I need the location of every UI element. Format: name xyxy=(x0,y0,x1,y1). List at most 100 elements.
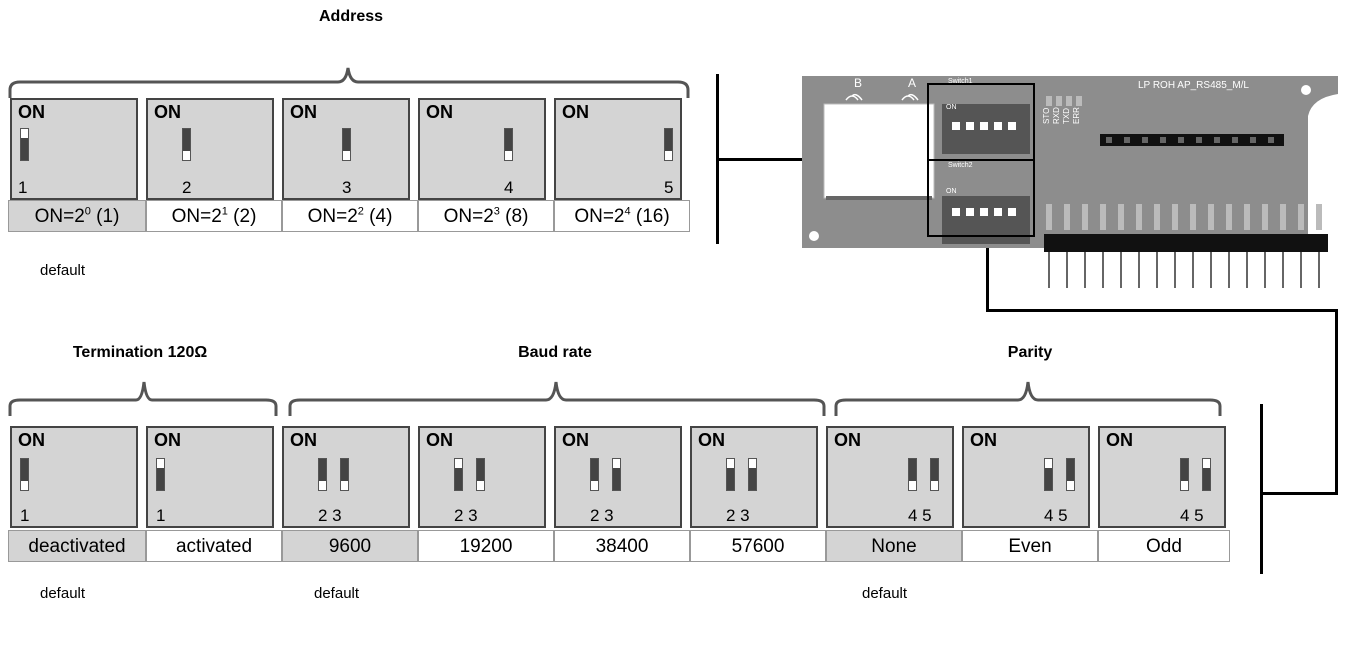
address-label-3: ON=22 (4) xyxy=(282,200,418,232)
address-connector-line xyxy=(716,158,824,161)
baud-switch-9600: ON 2 3 xyxy=(282,426,410,528)
board-switch1-label: Switch1 xyxy=(948,78,973,85)
switch-number: 1 xyxy=(18,178,28,197)
baud-rate-brace xyxy=(288,381,826,416)
baud-label-9600: 9600 xyxy=(282,530,418,562)
dip-lever xyxy=(1066,458,1075,491)
parity-title: Parity xyxy=(1007,344,1053,361)
on-label: ON xyxy=(970,430,997,450)
switch-number: 3 xyxy=(342,178,352,197)
dip-lever xyxy=(340,458,349,491)
board-switch2-label: Switch2 xyxy=(948,162,973,169)
termination-default-note: default xyxy=(40,585,86,602)
dip-lever xyxy=(612,458,621,491)
switch-numbers: 2 3 xyxy=(318,506,342,525)
dip-lever xyxy=(476,458,485,491)
address-title: Address xyxy=(318,8,384,25)
dip-lever xyxy=(726,458,735,491)
on-label: ON xyxy=(426,102,453,122)
parity-label-odd: Odd xyxy=(1098,530,1230,562)
switch-number: 1 xyxy=(20,506,30,525)
switch-number: 2 xyxy=(182,178,192,197)
switch-numbers: 2 3 xyxy=(454,506,478,525)
dip-lever xyxy=(20,458,29,491)
parity-label-none: None xyxy=(826,530,962,562)
address-switch-2: ON 2 xyxy=(146,98,274,200)
parity-switch-odd: ON 4 5 xyxy=(1098,426,1226,528)
address-label-2: ON=21 (2) xyxy=(146,200,282,232)
parity-brace xyxy=(834,381,1222,416)
address-label-5: ON=24 (16) xyxy=(554,200,690,232)
termination-label-activated: activated xyxy=(146,530,282,562)
baud-rate-title: Baud rate xyxy=(518,344,592,361)
termination-brace xyxy=(8,381,278,416)
on-label: ON xyxy=(562,430,589,450)
circuit-board-photo: B A Switch1 Switch2 ON ON LP ROH AP_RS48… xyxy=(802,76,1338,290)
board-name: LP ROH AP_RS485_M/L xyxy=(1138,80,1249,91)
on-label: ON xyxy=(154,102,181,122)
on-label: ON xyxy=(18,430,45,450)
on-label: ON xyxy=(18,102,45,122)
switch-number: 5 xyxy=(664,178,674,197)
address-switch-4: ON 4 xyxy=(418,98,546,200)
dip-lever xyxy=(20,128,29,161)
on-label: ON xyxy=(562,102,589,122)
address-default-note: default xyxy=(40,262,86,279)
parity-connector-line xyxy=(1335,309,1338,495)
parity-connector-line xyxy=(1260,492,1338,495)
board-led-sto: STO xyxy=(1042,107,1051,124)
parity-connector-line xyxy=(986,236,989,312)
termination-title: Termination 120Ω xyxy=(72,344,208,361)
address-switch-3: ON 3 xyxy=(282,98,410,200)
dip-lever xyxy=(156,458,165,491)
switch-numbers: 4 5 xyxy=(1180,506,1204,525)
on-label: ON xyxy=(1106,430,1133,450)
baud-switch-57600: ON 2 3 xyxy=(690,426,818,528)
switch-numbers: 4 5 xyxy=(908,506,932,525)
board-on-label-1: ON xyxy=(946,104,957,111)
address-label-4: ON=23 (8) xyxy=(418,200,554,232)
dip-lever xyxy=(590,458,599,491)
termination-switch-off: ON 1 xyxy=(10,426,138,528)
board-label-a: A xyxy=(908,76,917,90)
baud-switch-38400: ON 2 3 xyxy=(554,426,682,528)
on-label: ON xyxy=(154,430,181,450)
parity-label-even: Even xyxy=(962,530,1098,562)
dip-lever xyxy=(454,458,463,491)
on-label: ON xyxy=(290,102,317,122)
dip-lever xyxy=(1202,458,1211,491)
parity-connector-line xyxy=(986,309,1338,312)
dip-lever xyxy=(930,458,939,491)
address-brace xyxy=(8,67,690,98)
termination-switch-on: ON 1 xyxy=(146,426,274,528)
baud-label-19200: 19200 xyxy=(418,530,554,562)
termination-label-deactivated: deactivated xyxy=(8,530,146,562)
on-label: ON xyxy=(698,430,725,450)
switch-numbers: 4 5 xyxy=(1044,506,1068,525)
switch-numbers: 2 3 xyxy=(590,506,614,525)
baud-label-38400: 38400 xyxy=(554,530,690,562)
dip-lever xyxy=(318,458,327,491)
parity-default-note: default xyxy=(862,585,908,602)
on-label: ON xyxy=(426,430,453,450)
dip-lever xyxy=(342,128,351,161)
board-label-b: B xyxy=(854,76,863,90)
baud-default-note: default xyxy=(314,585,360,602)
address-label-1: ON=20 (1) xyxy=(8,200,146,232)
board-led-rxd: RXD xyxy=(1052,107,1061,124)
baud-switch-19200: ON 2 3 xyxy=(418,426,546,528)
board-led-err: ERR xyxy=(1072,107,1081,124)
address-switch-5: ON 5 xyxy=(554,98,682,200)
board-led-txd: TXD xyxy=(1062,108,1071,124)
on-label: ON xyxy=(290,430,317,450)
parity-switch-even: ON 4 5 xyxy=(962,426,1090,528)
baud-label-57600: 57600 xyxy=(690,530,826,562)
parity-switch-none: ON 4 5 xyxy=(826,426,954,528)
switch-numbers: 2 3 xyxy=(726,506,750,525)
address-switch-1: ON 1 xyxy=(10,98,138,200)
dip-lever xyxy=(664,128,673,161)
board-on-label-2: ON xyxy=(946,188,957,195)
switch-number: 1 xyxy=(156,506,166,525)
dip-lever xyxy=(1044,458,1053,491)
switch-number: 4 xyxy=(504,178,514,197)
